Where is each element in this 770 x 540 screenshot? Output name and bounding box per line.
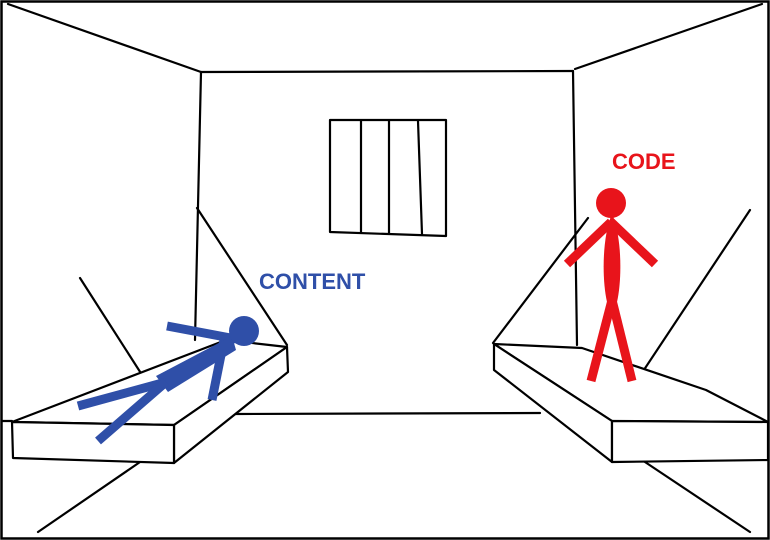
ceiling-right-edge bbox=[573, 2, 764, 71]
blue-figure-head bbox=[229, 316, 259, 346]
floor-right-edge bbox=[640, 458, 752, 534]
ceiling-left-edge bbox=[6, 2, 203, 74]
room-walls bbox=[6, 2, 764, 534]
blue-figure-leg bbox=[95, 378, 169, 445]
right-bunk-front bbox=[610, 419, 770, 464]
back-wall-top bbox=[199, 69, 575, 74]
right-bunk bbox=[491, 208, 770, 464]
blue-figure-arm bbox=[166, 321, 237, 344]
red-figure-arm bbox=[563, 218, 615, 268]
code-label: CODE bbox=[612, 149, 676, 174]
red-figure-leg bbox=[607, 298, 637, 383]
back-wall-left bbox=[193, 70, 203, 342]
right-bunk-chain bbox=[491, 216, 590, 345]
red-figure-head bbox=[596, 188, 626, 218]
floor-back-edge bbox=[231, 411, 542, 416]
window-frame bbox=[328, 118, 448, 238]
back-wall-right bbox=[571, 69, 579, 347]
red-stick-figure bbox=[563, 188, 659, 383]
red-figure-torso bbox=[603, 216, 621, 302]
red-figure-leg bbox=[586, 298, 617, 383]
left-bunk-front bbox=[10, 420, 176, 465]
blue-figure-leg bbox=[76, 377, 168, 411]
barred-window bbox=[328, 118, 448, 238]
window-bar bbox=[416, 119, 424, 236]
blue-figure-torso bbox=[156, 336, 236, 392]
content-label: CONTENT bbox=[259, 269, 366, 294]
blue-stick-figure bbox=[76, 316, 259, 445]
floor-left-edge bbox=[36, 460, 142, 534]
left-bunk-chain bbox=[195, 206, 289, 347]
red-figure-arm bbox=[607, 218, 659, 268]
